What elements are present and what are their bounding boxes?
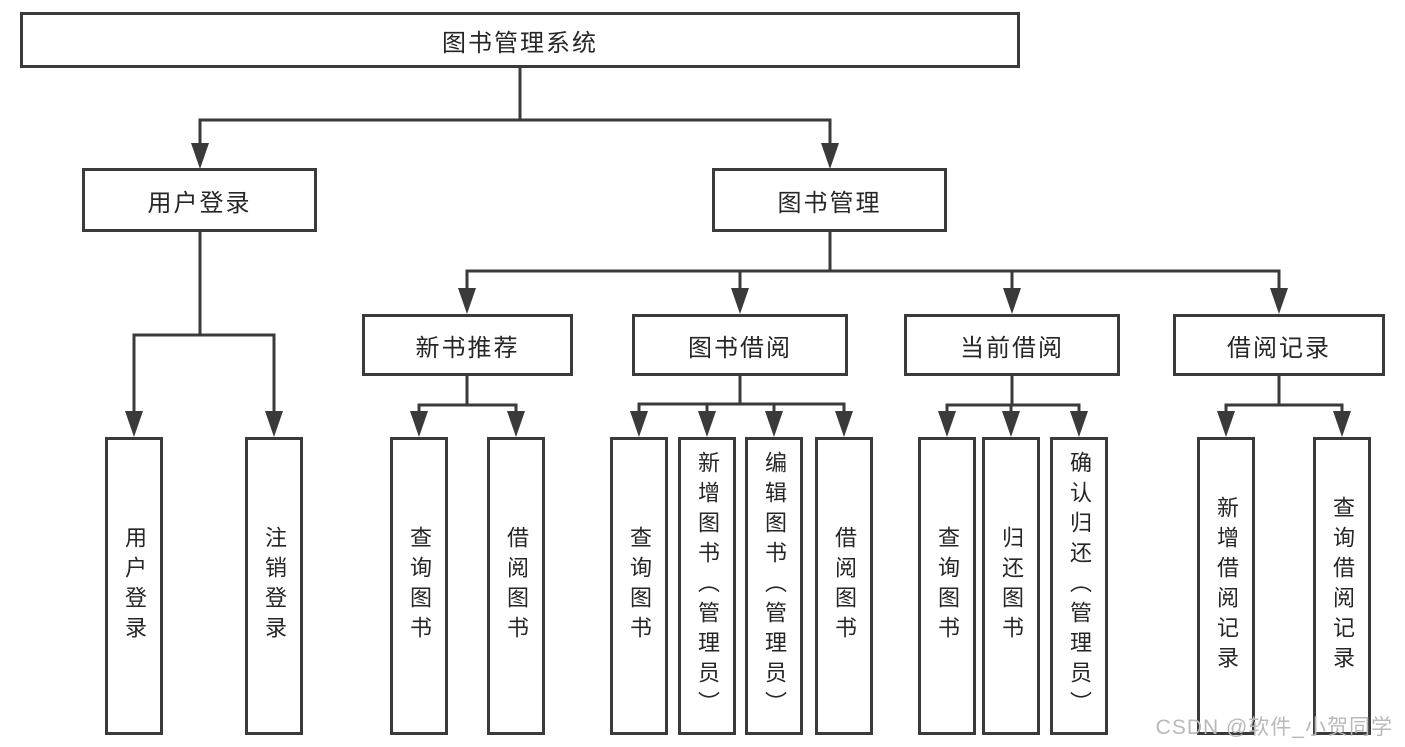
node-current-borrow: 当前借阅 (904, 314, 1120, 376)
leaf-logout: 注销登录 (245, 437, 303, 735)
connector-currentborrow-children (945, 376, 1081, 414)
node-user-login: 用户登录 (82, 168, 317, 232)
node-borrow-record: 借阅记录 (1173, 314, 1385, 376)
connector-root-to-level2 (198, 68, 832, 146)
connector-borrowrecord-children (1224, 376, 1344, 414)
leaf-query-borrow-record: 查询借阅记录 (1313, 437, 1371, 735)
node-root-library-system: 图书管理系统 (20, 12, 1020, 68)
connector-bookborrow-children (637, 376, 846, 414)
leaf-return-books: 归还图书 (982, 437, 1040, 735)
leaf-edit-books-admin: 编辑图书（管理员） (745, 437, 803, 735)
leaf-user-login: 用户登录 (105, 437, 163, 735)
leaf-borrow-books-recommend: 借阅图书 (487, 437, 545, 735)
leaf-query-books-borrow: 查询图书 (610, 437, 668, 735)
connector-newbook-children (417, 376, 518, 414)
leaf-query-books-recommend: 查询图书 (390, 437, 448, 735)
connector-userlogin-children (132, 232, 276, 414)
leaf-add-borrow-record: 新增借阅记录 (1197, 437, 1255, 735)
node-book-borrow: 图书借阅 (632, 314, 848, 376)
connector-bookmgmt-to-level3 (465, 232, 1281, 291)
node-new-book-recommend: 新书推荐 (362, 314, 573, 376)
leaf-confirm-return-admin: 确认归还（管理员） (1050, 437, 1108, 735)
leaf-add-books-admin: 新增图书（管理员） (678, 437, 736, 735)
leaf-query-books-current: 查询图书 (918, 437, 976, 735)
node-book-management: 图书管理 (712, 168, 947, 232)
leaf-borrow-books: 借阅图书 (815, 437, 873, 735)
csdn-watermark: CSDN @软件_小贺同学 (1155, 716, 1393, 739)
